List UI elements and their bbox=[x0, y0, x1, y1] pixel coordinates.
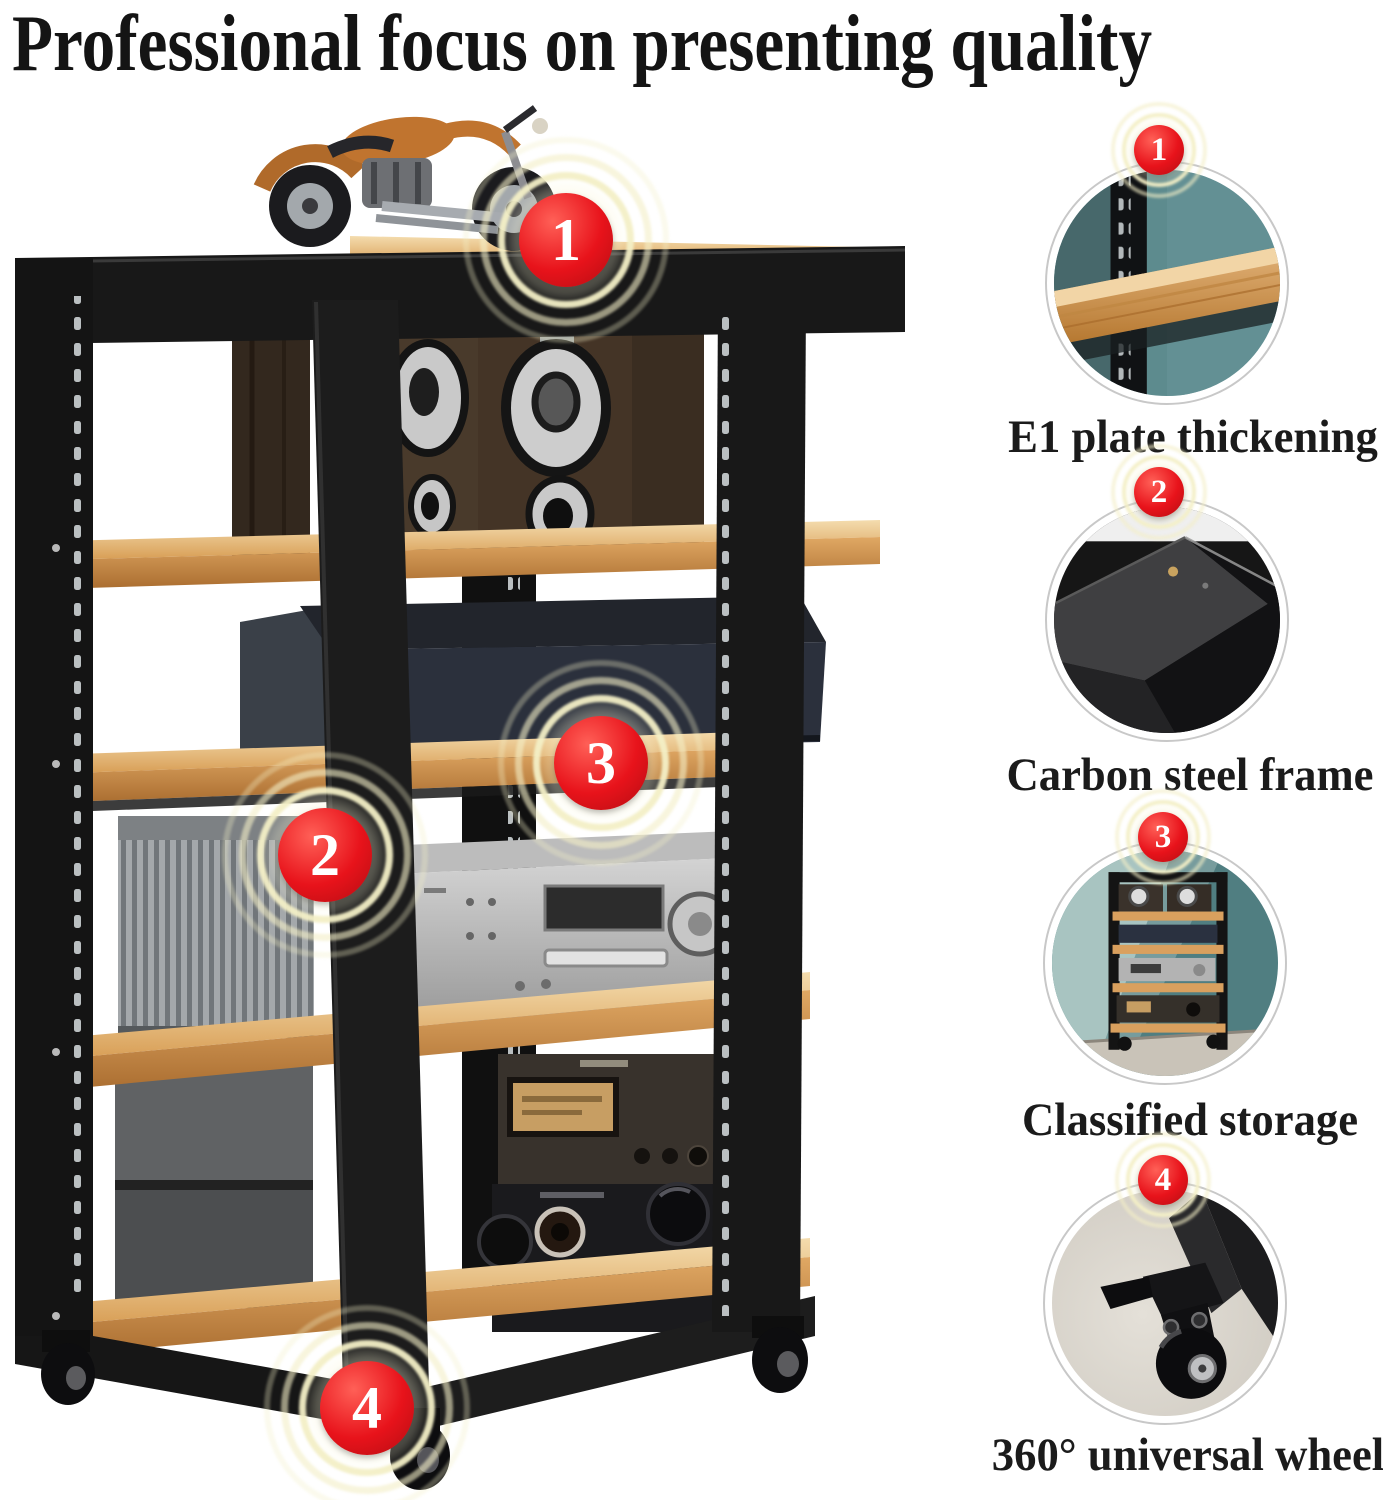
wood-shelf bbox=[20, 520, 880, 590]
feature-label-2: Carbon steel frame bbox=[1006, 749, 1374, 801]
steel-corner-illustration bbox=[1054, 507, 1280, 733]
caster-wheel bbox=[41, 1330, 95, 1405]
equipment-stack-left bbox=[115, 1062, 313, 1308]
marker-badge-2: 2 bbox=[278, 808, 372, 902]
feature-photo-plate bbox=[1045, 161, 1289, 405]
feature-photo-storage bbox=[1043, 841, 1287, 1085]
marker-badge-3: 3 bbox=[554, 716, 648, 810]
shelf-closeup-illustration bbox=[1054, 170, 1280, 396]
feature-label-1: E1 plate thickening bbox=[1008, 411, 1378, 463]
speaker-pair bbox=[232, 308, 704, 560]
main-product-photo: 1 2 3 4 bbox=[14, 105, 906, 1500]
feature-label-3: Classified storage bbox=[1021, 1094, 1359, 1146]
mini-rack-illustration bbox=[1052, 850, 1278, 1076]
feature-photo-frame bbox=[1045, 498, 1289, 742]
marker-badge-4: 4 bbox=[320, 1361, 414, 1455]
feature-label-4: 360° universal wheel bbox=[991, 1429, 1383, 1481]
tuner-with-display bbox=[498, 1054, 750, 1184]
caster-wheel bbox=[752, 1316, 808, 1393]
silver-receiver bbox=[380, 830, 772, 1026]
marker-badge-1: 1 bbox=[519, 193, 613, 287]
page-title: Professional focus on presenting quality bbox=[12, 0, 1153, 88]
mini-rack bbox=[1108, 872, 1228, 1051]
speaker-right bbox=[478, 318, 632, 553]
